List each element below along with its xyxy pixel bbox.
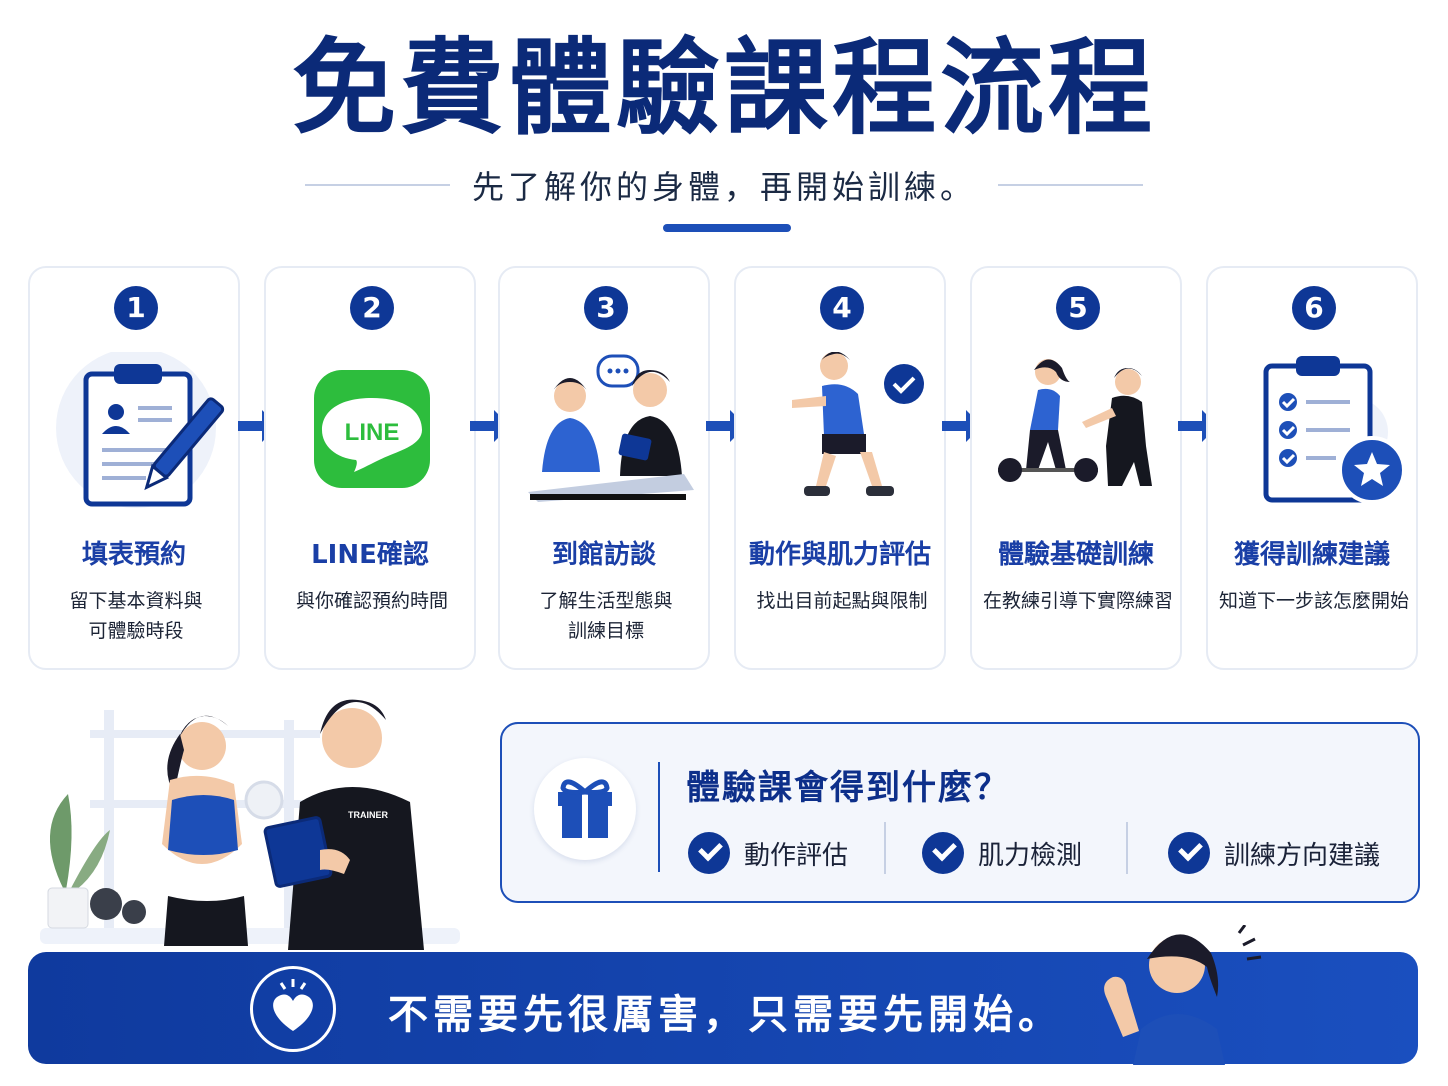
step-title: 體驗基礎訓練 <box>997 540 1154 570</box>
consultation-icon <box>528 354 694 502</box>
step-description: 與你確認預約時間 <box>295 590 448 612</box>
benefit-label: 訓練方向建議 <box>1224 840 1381 871</box>
checklist-star-icon <box>1263 356 1404 504</box>
subtitle-line-left <box>304 184 450 186</box>
step-card-6: 6 獲得訓練建議 知道下一步該怎麼開始 <box>1206 266 1418 670</box>
step-number: 1 <box>114 286 158 330</box>
benefit-separator <box>884 822 886 874</box>
coached-training-icon <box>998 359 1152 486</box>
benefits-panel: 體驗課會得到什麼？ 動作評估 肌力檢測 訓練方向建議 <box>500 722 1420 903</box>
heart-badge <box>250 966 336 1052</box>
check-circle-icon <box>688 832 730 874</box>
step-description: 在教練引導下實際練習 <box>982 590 1173 612</box>
step-description: 知道下一步該怎麼開始 <box>1218 590 1409 612</box>
page-title: 免費體驗課程流程 <box>291 27 1156 149</box>
page-subtitle: 先了解你的身體，再開始訓練。 <box>471 168 976 206</box>
step-description: 了解生活型態與 訓練目標 <box>539 590 673 642</box>
check-circle-icon <box>922 832 964 874</box>
heart-icon <box>273 979 313 1031</box>
step-title: LINE確認 <box>311 540 429 570</box>
step-number: 5 <box>1056 286 1100 330</box>
step-title: 填表預約 <box>81 540 186 570</box>
benefits-divider <box>658 762 660 872</box>
step-description: 留下基本資料與 可體驗時段 <box>69 590 203 642</box>
step-number: 6 <box>1292 286 1336 330</box>
benefit-item: 肌力檢測 <box>922 828 1082 878</box>
benefit-separator <box>1126 822 1128 874</box>
step-title: 獲得訓練建議 <box>1233 540 1390 570</box>
step-description: 找出目前起點與限制 <box>756 590 928 612</box>
step-title: 動作與肌力評估 <box>748 540 931 570</box>
subtitle-row: 先了解你的身體，再開始訓練。 <box>0 160 1448 210</box>
trainer-shirt-label: TRAINER <box>348 810 388 820</box>
step-number: 2 <box>350 286 394 330</box>
svg-text:LINE: LINE <box>345 419 400 446</box>
squat-assessment-icon <box>792 352 924 496</box>
step-title: 到館訪談 <box>551 540 656 570</box>
step-card-1: 1 填表預約 留下基本資料與 可體驗時段 <box>28 266 240 670</box>
banner-text: 不需要先很厲害，只需要先開始。 <box>388 992 1063 1038</box>
step-card-2: 2 LINE LINE確認 與你確認預約時間 <box>264 266 476 670</box>
line-app-icon: LINE <box>314 370 430 488</box>
step-number: 3 <box>584 286 628 330</box>
step-card-4: 4 動作與肌力評估 找出目前起點與限制 <box>734 266 946 670</box>
cheering-woman-illustration <box>1104 925 1262 1065</box>
benefit-item: 動作評估 <box>688 828 848 878</box>
benefit-item: 訓練方向建議 <box>1168 828 1380 878</box>
trainer-client-illustration: TRAINER <box>40 699 460 950</box>
step-card-5: 5 體驗基礎訓練 在教練引導下實際練習 <box>970 266 1182 670</box>
benefit-label: 動作評估 <box>744 840 849 871</box>
step-card-3: 3 到館訪談 了解生活型態與 訓練目標 <box>498 266 710 670</box>
step-number: 4 <box>820 286 864 330</box>
gift-badge <box>534 758 636 860</box>
title-underline <box>663 224 791 232</box>
benefit-label: 肌力檢測 <box>978 840 1083 871</box>
process-steps: 1 填表預約 留下基本資料與 可體驗時段 2 LINE <box>28 266 1420 670</box>
check-circle-icon <box>1168 832 1210 874</box>
subtitle-line-right <box>998 184 1143 186</box>
benefits-title: 體驗課會得到什麼？ <box>686 768 1010 808</box>
clipboard-form-icon <box>56 352 225 508</box>
gift-icon <box>558 779 612 838</box>
